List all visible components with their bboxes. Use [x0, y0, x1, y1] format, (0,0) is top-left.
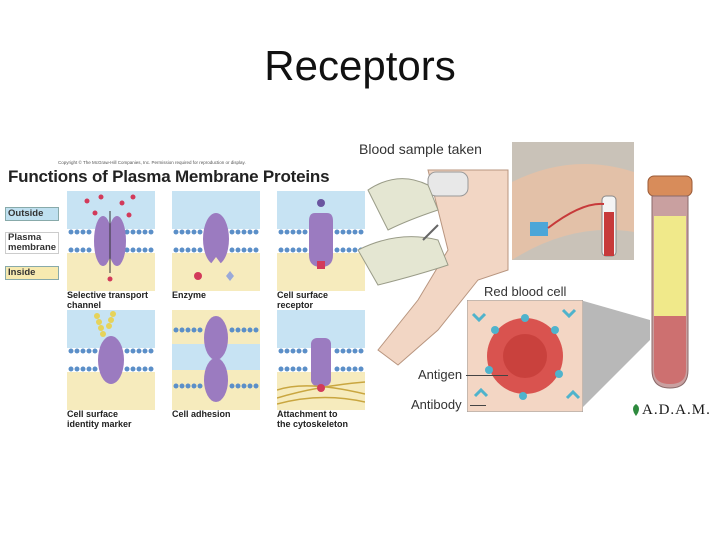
- label-membrane-line1: Plasma: [8, 232, 42, 243]
- rbc-label: Red blood cell: [484, 284, 567, 299]
- caption-transport-channel: Selective transport channel: [67, 290, 149, 310]
- caption-line: the cytoskeleton: [277, 418, 349, 429]
- panel-cytoskeleton: [277, 310, 365, 410]
- antibody-leader-line: [470, 405, 486, 406]
- panel-cell-adhesion: [172, 310, 260, 410]
- copyright-notice: Copyright © The McGraw-Hill Companies, I…: [58, 160, 246, 165]
- figure-title: Functions of Plasma Membrane Proteins: [8, 167, 330, 186]
- caption-enzyme: Enzyme: [172, 290, 207, 300]
- caption-cell-adhesion: Cell adhesion: [172, 409, 231, 419]
- caption-line: Attachment to: [277, 409, 338, 419]
- caption-receptor: Cell surface receptor: [277, 290, 329, 310]
- inset-blood-draw: [512, 142, 634, 260]
- panel-receptor: [277, 191, 365, 291]
- panel-identity-marker: [67, 310, 155, 410]
- blood-sample-title: Blood sample taken: [359, 141, 482, 157]
- zoom-connector: [580, 300, 650, 410]
- label-outside: Outside: [5, 207, 59, 221]
- arm-illustration: [358, 169, 509, 366]
- caption-line: receptor: [277, 299, 314, 310]
- rbc-inset: [467, 300, 583, 412]
- antibody-label: Antibody: [411, 397, 462, 412]
- caption-line: identity marker: [67, 418, 132, 429]
- adam-logo: A.D.A.M.: [642, 402, 711, 418]
- panel-enzyme: [172, 191, 260, 291]
- adam-leaf-icon: [633, 404, 639, 416]
- caption-line: Cell surface: [277, 290, 329, 300]
- label-inside: Inside: [5, 266, 59, 280]
- caption-identity-marker: Cell surface identity marker: [67, 409, 132, 429]
- caption-line: channel: [67, 299, 102, 310]
- label-membrane-line2: membrane: [8, 242, 57, 253]
- slide-title: Receptors: [264, 42, 456, 89]
- caption-line: Cell surface: [67, 409, 119, 419]
- blood-tube: [647, 175, 693, 389]
- label-plasma-membrane: Plasma membrane: [5, 232, 59, 254]
- antigen-label: Antigen: [418, 367, 463, 382]
- antigen-leader-line: [466, 375, 508, 376]
- caption-line: Selective transport: [67, 290, 149, 300]
- caption-cytoskeleton: Attachment to the cytoskeleton: [277, 409, 349, 429]
- panel-transport-channel: [67, 191, 155, 291]
